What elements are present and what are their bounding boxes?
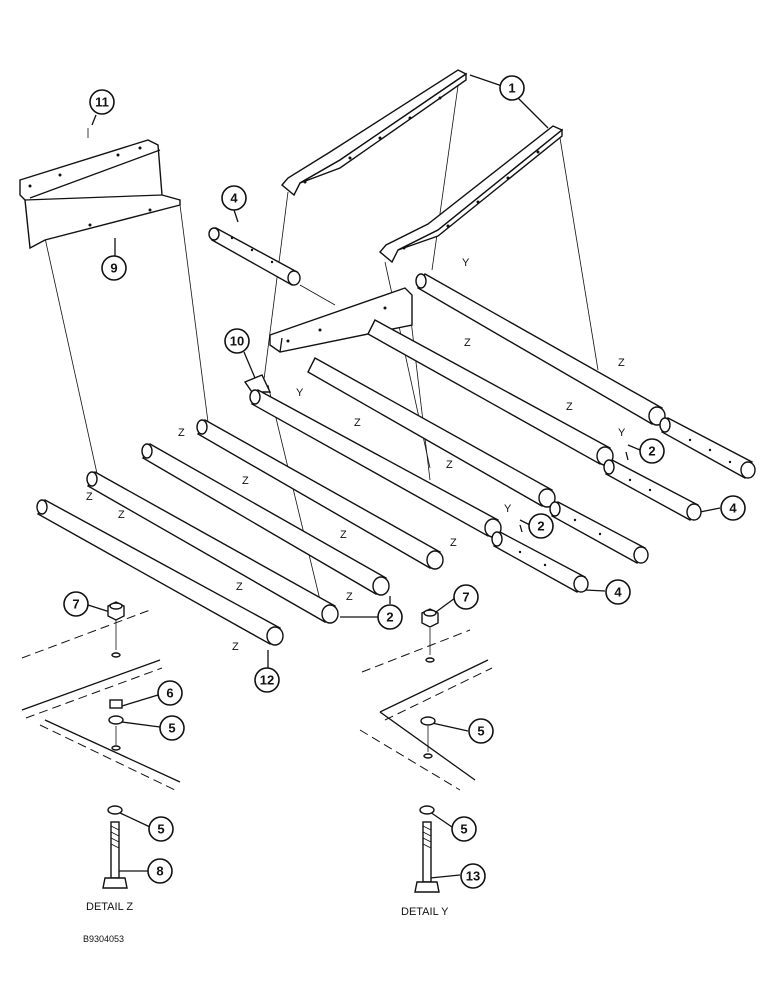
svg-text:8: 8: [156, 864, 163, 879]
svg-text:7: 7: [72, 597, 79, 612]
callout-13: 13: [460, 863, 486, 889]
detail-y: [359, 608, 493, 893]
mark-z: Z: [566, 401, 573, 413]
position-marks: Y Z Z Z Y Y Z Z Y Z Z Z Z Z Z Z Z Z: [86, 257, 626, 653]
mark-y: Y: [618, 427, 626, 439]
mark-z: Z: [618, 357, 625, 369]
callout-5: 5: [148, 816, 174, 842]
mark-z: Z: [236, 581, 243, 593]
channel-part-1: [281, 69, 564, 264]
tube-long-r4: [249, 389, 502, 538]
mark-z: Z: [232, 641, 239, 653]
mark-z: Z: [86, 491, 93, 503]
svg-text:12: 12: [260, 673, 274, 688]
tube-4-right: [491, 417, 756, 593]
callout-7: 7: [453, 584, 479, 610]
callout-10: 10: [224, 328, 250, 354]
callout-6: 6: [157, 680, 183, 706]
tube-12: [36, 499, 284, 646]
callout-8: 8: [147, 858, 173, 884]
mark-z: Z: [340, 529, 347, 541]
callout-9: 9: [101, 255, 127, 281]
tube-long-l2: [141, 443, 390, 596]
svg-text:5: 5: [168, 721, 175, 736]
mark-z: Z: [354, 417, 361, 429]
mark-z: Z: [464, 337, 471, 349]
svg-text:13: 13: [466, 869, 480, 884]
mark-z: Z: [118, 509, 125, 521]
callout-12: 12: [254, 667, 280, 693]
bracket-part-10: [243, 287, 413, 393]
svg-text:4: 4: [230, 191, 238, 206]
svg-text:5: 5: [460, 822, 467, 837]
tube-4-top: [208, 226, 301, 287]
callout-7: 7: [63, 591, 89, 617]
detail-y-caption: DETAIL Y: [401, 906, 449, 918]
tube-long-r1: [415, 273, 666, 426]
callout-4: 4: [605, 579, 631, 605]
svg-text:2: 2: [648, 444, 655, 459]
callout-1: 1: [499, 75, 525, 101]
tube-long-l3: [86, 471, 339, 624]
callout-4: 4: [221, 185, 247, 211]
mark-z: Z: [346, 591, 353, 603]
svg-text:2: 2: [537, 519, 544, 534]
leader-lines: [44, 74, 721, 879]
drawing-code: B9304053: [83, 934, 124, 944]
detail-z-caption: DETAIL Z: [86, 901, 133, 913]
svg-text:9: 9: [110, 261, 117, 276]
callout-2: 2: [528, 513, 554, 539]
svg-text:6: 6: [166, 686, 173, 701]
tube-long-r3: [307, 357, 556, 508]
callout-5: 5: [159, 715, 185, 741]
svg-text:7: 7: [462, 590, 469, 605]
callout-11: 11: [89, 89, 115, 115]
tubes: [36, 226, 756, 646]
svg-text:5: 5: [157, 822, 164, 837]
callout-5: 5: [468, 718, 494, 744]
mark-y: Y: [504, 503, 512, 515]
shield-part-9: [19, 139, 181, 250]
svg-text:1: 1: [508, 81, 515, 96]
svg-text:10: 10: [230, 334, 244, 349]
mark-y: Y: [462, 257, 470, 269]
callout-5: 5: [451, 816, 477, 842]
mark-z: Z: [178, 427, 185, 439]
svg-text:11: 11: [95, 95, 109, 110]
callout-4: 4: [720, 495, 746, 521]
detail-z: [21, 601, 181, 889]
mark-z: Z: [446, 459, 453, 471]
tube-long-r2: [367, 319, 614, 466]
mark-z: Z: [450, 537, 457, 549]
svg-text:4: 4: [729, 501, 737, 516]
mark-z: Z: [242, 475, 249, 487]
svg-text:5: 5: [477, 724, 484, 739]
callout-2: 2: [639, 438, 665, 464]
tube-long-l1: [196, 419, 444, 570]
callout-2: 2: [377, 604, 403, 630]
svg-text:2: 2: [386, 610, 393, 625]
svg-text:4: 4: [614, 585, 622, 600]
mark-y: Y: [296, 387, 304, 399]
